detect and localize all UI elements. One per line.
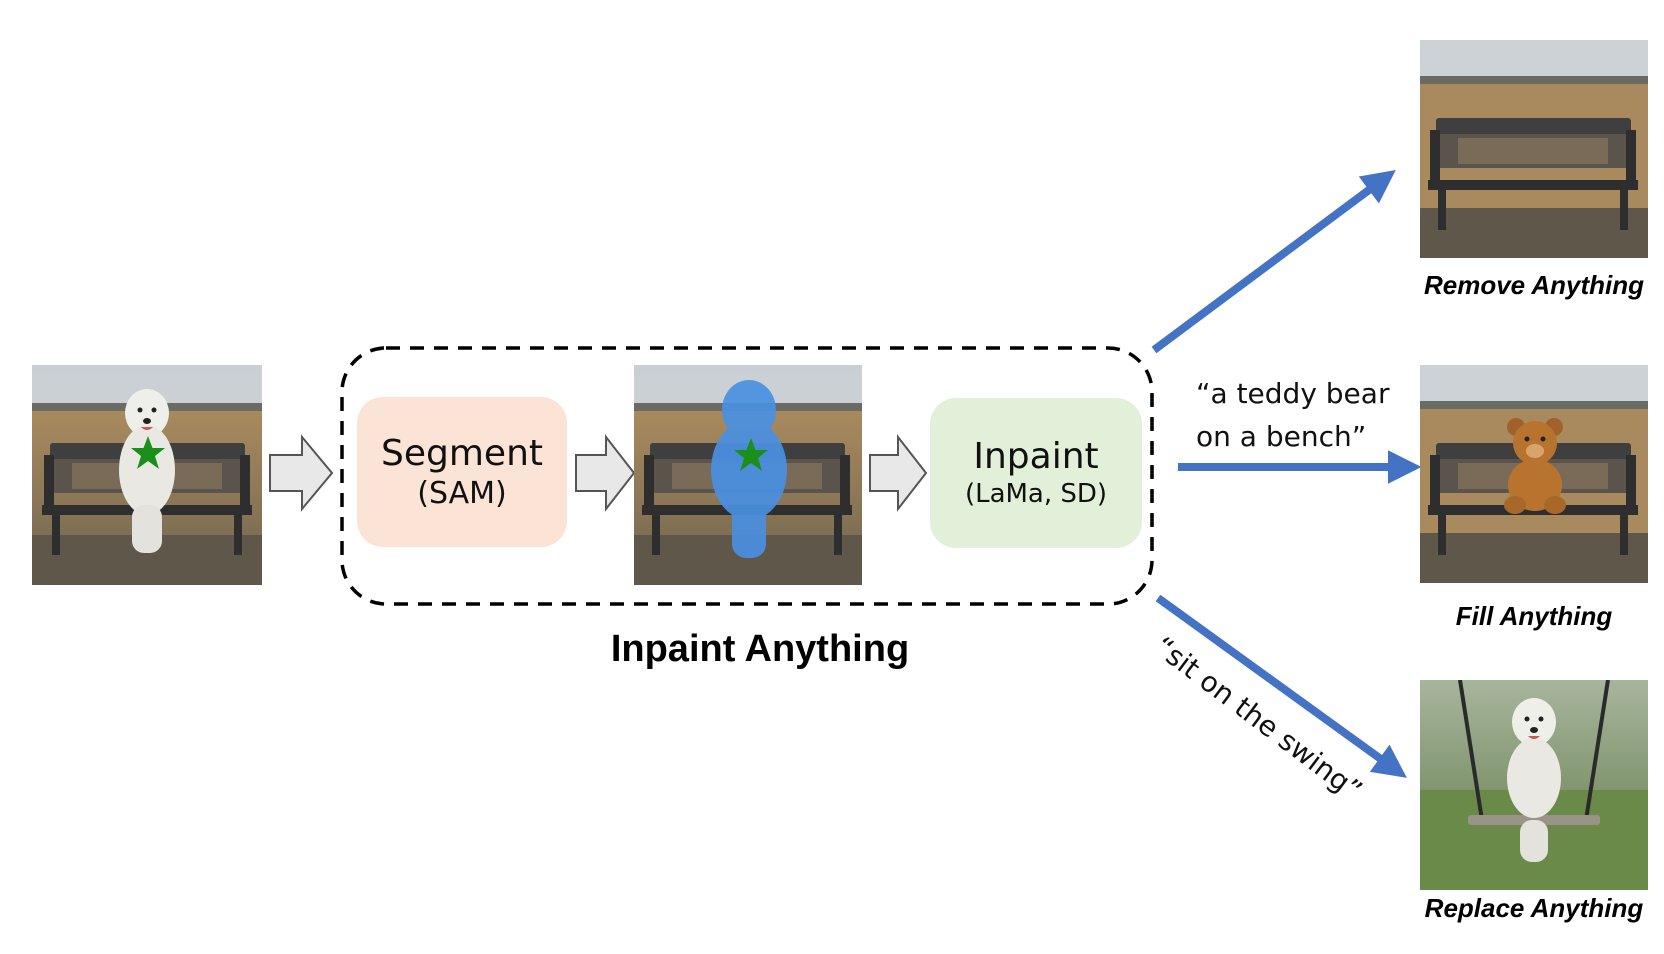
fill-prompt-line2: on a bench” [1196,420,1367,453]
arrow-to-remove [1151,169,1396,354]
remove-result-image [1420,40,1648,258]
inpaint-models: (LaMa, SD) [964,478,1108,509]
fill-caption: Fill Anything [1455,601,1613,631]
block-arrow-1 [269,434,334,512]
segment-box: Segment (SAM) [357,397,567,547]
segment-model: (SAM) [417,475,507,511]
remove-caption: Remove Anything [1423,270,1645,300]
inpaint-label: Inpaint [973,435,1099,477]
pipeline-title: Inpaint Anything [610,628,910,670]
block-arrow-3 [869,434,928,512]
pipeline-frame [340,346,1154,606]
block-arrow-2 [575,434,636,512]
masked-image [634,365,862,585]
fill-prompt-line1: “a teddy bear [1196,377,1390,410]
input-image [32,365,262,585]
fill-result-image [1420,365,1648,583]
replace-caption: Replace Anything [1424,893,1644,923]
star-marker-icon [734,438,768,471]
teddy-bear-icon [1504,418,1566,514]
arrow-to-replace [1155,594,1407,778]
replace-result-image [1420,680,1648,890]
star-marker-icon [131,436,165,469]
inpaint-box: Inpaint (LaMa, SD) [930,398,1142,548]
segment-label: Segment [381,432,543,474]
